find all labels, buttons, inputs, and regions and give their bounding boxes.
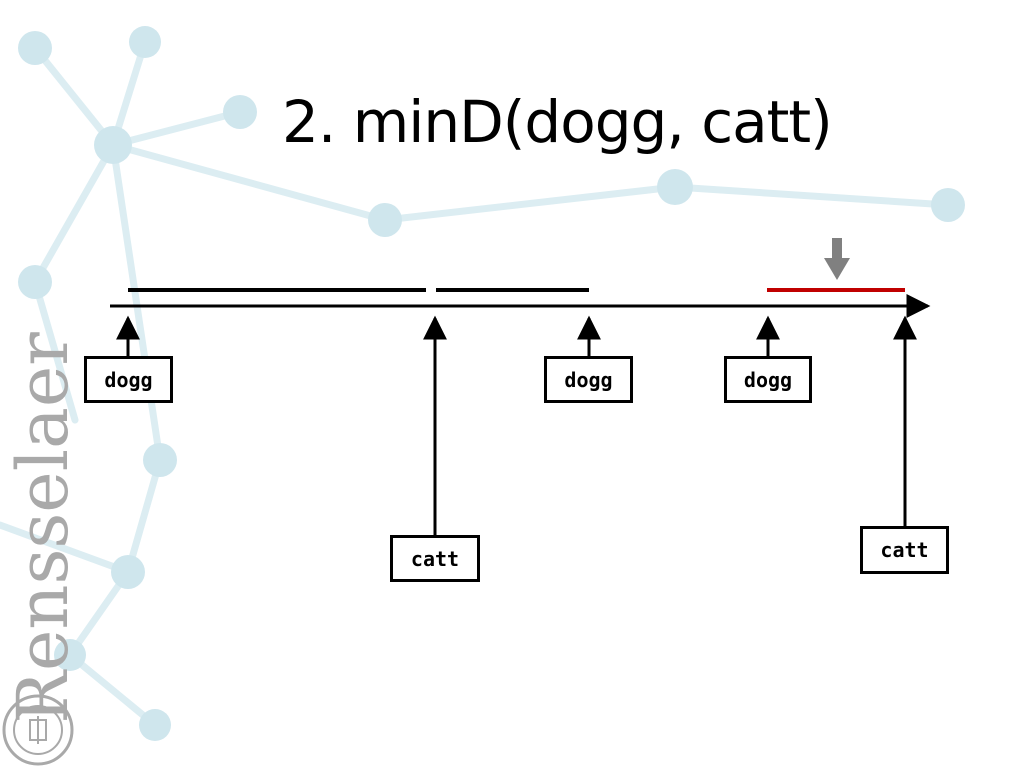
dogg-label-box-2: dogg	[544, 356, 633, 403]
catt-label-box-1: catt	[390, 535, 480, 582]
dogg-label-box-3: dogg	[724, 356, 812, 403]
slide-title: 2. minD(dogg, catt)	[282, 88, 833, 156]
minimum-pointer-arrow	[824, 238, 850, 280]
dogg-label-box-1: dogg	[84, 356, 173, 403]
catt-label-box-2: catt	[860, 526, 949, 574]
institute-seal-logo	[2, 694, 74, 766]
